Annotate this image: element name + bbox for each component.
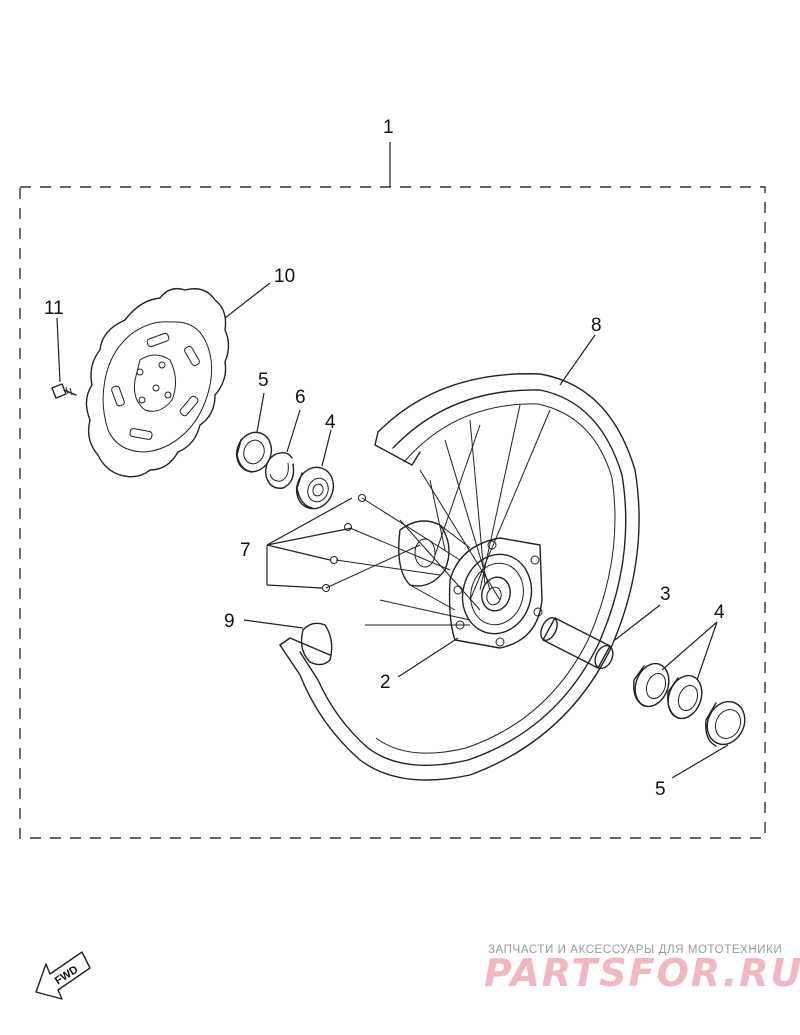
rim-band <box>300 622 333 666</box>
bearing-left <box>295 466 335 510</box>
spokes <box>322 494 461 592</box>
callout-seal-left: 5 <box>258 370 269 391</box>
callout-circlip: 6 <box>295 387 306 408</box>
assembly-frame <box>19 142 766 839</box>
callout-hub: 2 <box>380 672 391 693</box>
oil-seal-right <box>705 700 746 747</box>
callout-bolt: 11 <box>44 298 64 319</box>
callout-disc: 10 <box>274 266 295 287</box>
watermark-logo: PARTSFOR.RU <box>484 951 800 995</box>
fwd-arrow-icon: FWD <box>35 951 91 1000</box>
hub <box>398 520 543 649</box>
watermark-tagline: ЗАПЧАСТИ И АКСЕССУАРЫ ДЛЯ МОТОТЕХНИКИ <box>488 944 783 956</box>
callout-band: 9 <box>224 611 235 632</box>
callout-bearing-left: 4 <box>325 412 336 433</box>
callout-rim: 8 <box>591 315 602 336</box>
collar <box>540 617 614 670</box>
callouts: 1 10 11 5 6 4 8 7 9 2 3 4 5 <box>44 117 725 800</box>
callout-collar: 3 <box>660 584 671 605</box>
brake-disc <box>85 287 230 478</box>
callout-assembly: 1 <box>383 117 394 138</box>
rim <box>279 373 640 781</box>
bolt <box>51 383 77 399</box>
leader-lines <box>56 282 729 779</box>
callout-seal-right: 5 <box>655 779 666 800</box>
oil-seal-left <box>235 431 273 473</box>
bearing-right-2 <box>667 674 703 720</box>
callout-bearing-right: 4 <box>714 602 725 623</box>
callout-spokes: 7 <box>240 540 251 561</box>
circlip <box>265 451 295 489</box>
bearing-right-1 <box>633 662 670 708</box>
